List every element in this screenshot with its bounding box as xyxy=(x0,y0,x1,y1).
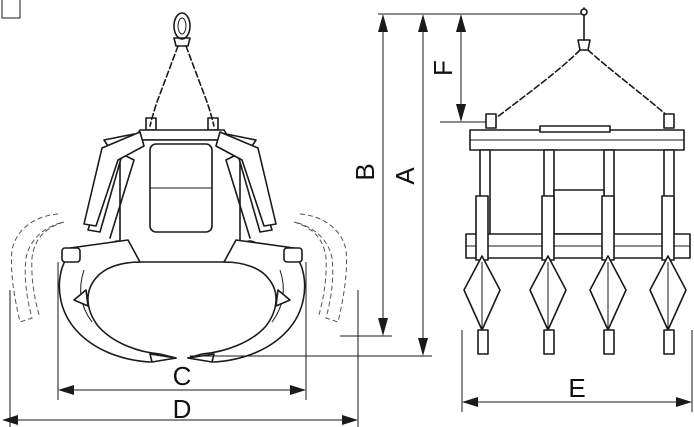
blade-4 xyxy=(649,195,687,355)
lifting-ring xyxy=(173,12,191,47)
blade-1 xyxy=(463,195,501,355)
dimension-e: E xyxy=(461,330,693,412)
cylinder-left-rod xyxy=(109,155,135,239)
side-chain-right xyxy=(587,49,671,119)
bracket-left xyxy=(83,131,145,227)
front-chains xyxy=(145,45,219,131)
open-jaw-ghost-right-inner xyxy=(293,221,327,319)
cylinder-right-rod xyxy=(225,155,251,239)
grab-head xyxy=(133,129,231,141)
jaw-right xyxy=(187,239,306,363)
dimension-label-a: A xyxy=(390,167,420,185)
blade-3 xyxy=(589,195,627,355)
side-chain-left xyxy=(495,49,581,119)
dimension-label-b: B xyxy=(350,163,380,180)
jaw-right-tooth xyxy=(275,289,291,307)
open-jaw-ghost-left-inner xyxy=(31,221,65,319)
dimension-label-f: F xyxy=(428,60,458,76)
dimension-a: A xyxy=(390,14,428,356)
dimension-c: C xyxy=(57,262,307,400)
dimension-label-d: D xyxy=(173,394,192,424)
front-view xyxy=(11,12,347,363)
open-jaw-ghost-right xyxy=(293,213,347,323)
dimension-label-c: C xyxy=(173,361,192,391)
jaw-left-tooth xyxy=(73,289,89,307)
dimension-f: F xyxy=(428,14,488,123)
jaw-right-tip xyxy=(187,353,215,363)
bracket-right xyxy=(215,131,277,227)
frame-corner xyxy=(1,0,21,19)
jaw-left xyxy=(58,239,177,363)
dimension-label-e: E xyxy=(568,373,585,403)
jaw-left-tip xyxy=(149,353,177,363)
blade-2 xyxy=(529,195,567,355)
dimension-b: B xyxy=(350,14,388,336)
dimension-d: D xyxy=(2,290,359,427)
open-jaw-ghost-left xyxy=(11,213,65,323)
side-view xyxy=(463,7,691,355)
